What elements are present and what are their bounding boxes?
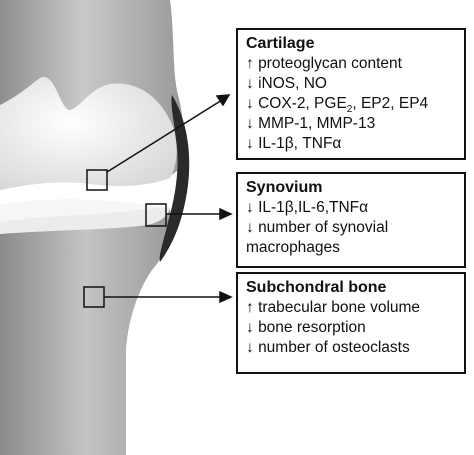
synovium-leader-arrow — [166, 207, 233, 221]
decrease-arrow: ↓ — [246, 199, 254, 216]
synovium-line-2: ↓ number of synovial — [246, 219, 389, 236]
cartilage-line-5: ↓ IL-1β, TNFα — [246, 135, 342, 152]
synovium-marker — [145, 203, 167, 227]
synovium-line-1: ↓ IL-1β,IL-6,TNFα — [246, 199, 369, 216]
bone-line-3: ↓ number of osteoclasts — [246, 339, 410, 356]
cartilage-line-4: ↓ MMP-1, MMP-13 — [246, 115, 376, 132]
cartilage-panel: Cartilage ↑ proteoglycan content ↓ iNOS,… — [236, 28, 466, 160]
tibia — [0, 208, 171, 455]
cartilage-line-1: ↑ proteoglycan content — [246, 55, 402, 72]
tibial-cartilage — [0, 207, 170, 234]
decrease-arrow: ↓ — [246, 339, 254, 356]
bone-line-2: ↓ bone resorption — [246, 319, 366, 336]
decrease-arrow: ↓ — [246, 219, 254, 236]
cartilage-line-3: ↓ COX-2, PGE2, EP2, EP4 — [246, 95, 429, 116]
decrease-arrow: ↓ — [246, 95, 254, 112]
cartilage-leader-arrow — [106, 94, 231, 173]
cartilage-marker — [86, 169, 108, 191]
subchondral-bone-leader-arrow — [104, 290, 233, 304]
decrease-arrow: ↓ — [246, 135, 254, 152]
decrease-arrow: ↓ — [246, 115, 254, 132]
femoral-cartilage — [0, 76, 177, 190]
cartilage-line-2: ↓ iNOS, NO — [246, 75, 327, 92]
synovium-panel: Synovium ↓ IL-1β,IL-6,TNFα ↓ number of s… — [236, 172, 466, 268]
synovium-line-3: macrophages — [246, 239, 340, 256]
synovium-tissue — [159, 95, 190, 262]
decrease-arrow: ↓ — [246, 75, 254, 92]
subchondral-bone-panel: Subchondral bone ↑ trabecular bone volum… — [236, 272, 466, 374]
cartilage-title: Cartilage — [246, 35, 315, 52]
synovium-title: Synovium — [246, 179, 323, 196]
bone-line-1: ↑ trabecular bone volume — [246, 299, 421, 316]
subchondral-bone-title: Subchondral bone — [246, 279, 387, 296]
increase-arrow: ↑ — [246, 299, 254, 316]
decrease-arrow: ↓ — [246, 319, 254, 336]
increase-arrow: ↑ — [246, 55, 254, 72]
